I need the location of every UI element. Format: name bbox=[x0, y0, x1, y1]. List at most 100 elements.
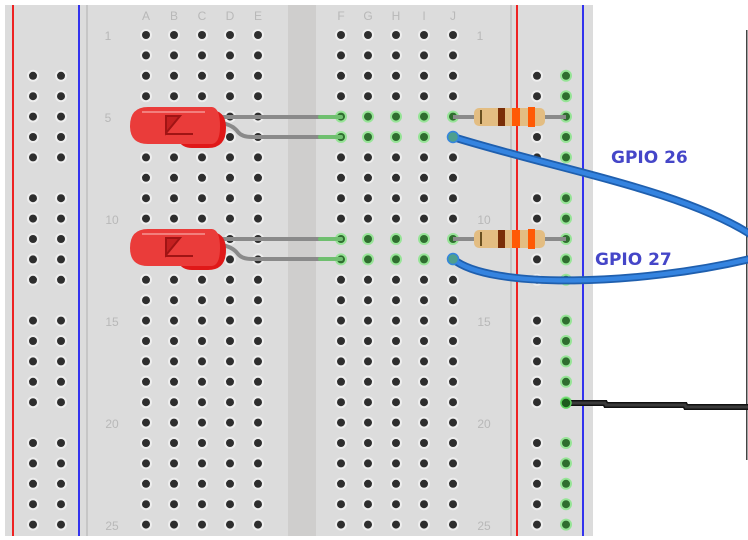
left-rail-negative-hole[interactable] bbox=[57, 235, 65, 243]
hole-E3[interactable] bbox=[254, 71, 262, 80]
hole-G2[interactable] bbox=[364, 51, 372, 60]
left-rail-negative-hole[interactable] bbox=[57, 439, 65, 447]
wire-gpio-26[interactable] bbox=[449, 133, 748, 238]
right-rail-negative-hole[interactable] bbox=[562, 459, 570, 468]
hole-B15[interactable] bbox=[170, 316, 178, 325]
hole-B18[interactable] bbox=[170, 377, 178, 386]
hole-A15[interactable] bbox=[142, 316, 150, 325]
hole-F15[interactable] bbox=[337, 316, 345, 325]
right-rail-negative-hole[interactable] bbox=[562, 214, 570, 223]
hole-F9[interactable] bbox=[337, 194, 345, 203]
hole-C17[interactable] bbox=[198, 357, 206, 366]
hole-E10[interactable] bbox=[254, 214, 262, 223]
hole-E7[interactable] bbox=[254, 153, 262, 162]
hole-F20[interactable] bbox=[337, 418, 345, 427]
hole-J22[interactable] bbox=[449, 459, 457, 468]
left-rail-positive-hole[interactable] bbox=[29, 214, 37, 223]
hole-J18[interactable] bbox=[449, 377, 457, 386]
hole-E15[interactable] bbox=[254, 316, 262, 325]
hole-J20[interactable] bbox=[449, 418, 457, 427]
hole-B22[interactable] bbox=[170, 459, 178, 468]
hole-H20[interactable] bbox=[392, 418, 400, 427]
left-rail-negative-hole[interactable] bbox=[57, 459, 65, 468]
left-rail-negative-hole[interactable] bbox=[57, 337, 65, 345]
hole-J7[interactable] bbox=[449, 153, 457, 162]
hole-I22[interactable] bbox=[420, 459, 428, 468]
hole-A16[interactable] bbox=[142, 337, 150, 345]
left-rail-positive-hole[interactable] bbox=[29, 520, 37, 529]
hole-E24[interactable] bbox=[254, 500, 262, 509]
hole-F22[interactable] bbox=[337, 459, 345, 468]
hole-G22[interactable] bbox=[364, 459, 372, 468]
hole-G19[interactable] bbox=[364, 398, 372, 407]
hole-A18[interactable] bbox=[142, 377, 150, 386]
hole-G13[interactable] bbox=[364, 275, 372, 284]
left-rail-positive-hole[interactable] bbox=[29, 439, 37, 447]
hole-H23[interactable] bbox=[392, 479, 400, 488]
right-rail-negative-hole[interactable] bbox=[562, 357, 570, 366]
hole-H17[interactable] bbox=[392, 357, 400, 366]
hole-D20[interactable] bbox=[226, 418, 234, 427]
hole-A8[interactable] bbox=[142, 173, 150, 182]
right-rail-negative-hole[interactable] bbox=[562, 520, 570, 529]
left-rail-negative-hole[interactable] bbox=[57, 398, 65, 407]
left-rail-negative-hole[interactable] bbox=[57, 153, 65, 162]
hole-E22[interactable] bbox=[254, 459, 262, 468]
hole-F14[interactable] bbox=[337, 296, 345, 305]
right-rail-positive-hole[interactable] bbox=[533, 92, 541, 101]
hole-C23[interactable] bbox=[198, 479, 206, 488]
hole-A3[interactable] bbox=[142, 71, 150, 80]
hole-C2[interactable] bbox=[198, 51, 206, 60]
hole-I10[interactable] bbox=[420, 214, 428, 223]
hole-H14[interactable] bbox=[392, 296, 400, 305]
hole-D22[interactable] bbox=[226, 459, 234, 468]
hole-E14[interactable] bbox=[254, 296, 262, 305]
left-rail-positive-hole[interactable] bbox=[29, 133, 37, 141]
hole-J15[interactable] bbox=[449, 316, 457, 325]
left-rail-positive-hole[interactable] bbox=[29, 377, 37, 386]
hole-E18[interactable] bbox=[254, 377, 262, 386]
hole-C19[interactable] bbox=[198, 398, 206, 407]
hole-H12[interactable] bbox=[392, 255, 400, 264]
hole-B9[interactable] bbox=[170, 194, 178, 203]
hole-E1[interactable] bbox=[254, 31, 262, 39]
hole-D19[interactable] bbox=[226, 398, 234, 407]
hole-J4[interactable] bbox=[449, 92, 457, 101]
hole-C14[interactable] bbox=[198, 296, 206, 305]
hole-H22[interactable] bbox=[392, 459, 400, 468]
hole-A2[interactable] bbox=[142, 51, 150, 60]
left-rail-negative-hole[interactable] bbox=[57, 479, 65, 488]
wire-ground[interactable] bbox=[560, 397, 748, 410]
hole-J23[interactable] bbox=[449, 479, 457, 488]
hole-F3[interactable] bbox=[337, 71, 345, 80]
hole-H15[interactable] bbox=[392, 316, 400, 325]
hole-E16[interactable] bbox=[254, 337, 262, 345]
hole-H18[interactable] bbox=[392, 377, 400, 386]
hole-I9[interactable] bbox=[420, 194, 428, 203]
hole-B17[interactable] bbox=[170, 357, 178, 366]
left-rail-positive-hole[interactable] bbox=[29, 71, 37, 80]
hole-J2[interactable] bbox=[449, 51, 457, 60]
hole-A14[interactable] bbox=[142, 296, 150, 305]
hole-F24[interactable] bbox=[337, 500, 345, 509]
hole-F2[interactable] bbox=[337, 51, 345, 60]
hole-H5[interactable] bbox=[392, 112, 400, 121]
hole-C10[interactable] bbox=[198, 214, 206, 223]
hole-C3[interactable] bbox=[198, 71, 206, 80]
hole-B2[interactable] bbox=[170, 51, 178, 60]
left-rail-positive-hole[interactable] bbox=[29, 92, 37, 101]
hole-E20[interactable] bbox=[254, 418, 262, 427]
hole-G17[interactable] bbox=[364, 357, 372, 366]
right-rail-positive-hole[interactable] bbox=[533, 255, 541, 264]
hole-A1[interactable] bbox=[142, 31, 150, 39]
hole-F13[interactable] bbox=[337, 275, 345, 284]
hole-B19[interactable] bbox=[170, 398, 178, 407]
right-rail-positive-hole[interactable] bbox=[533, 377, 541, 386]
hole-H8[interactable] bbox=[392, 173, 400, 182]
right-rail-negative-hole[interactable] bbox=[562, 337, 570, 345]
hole-H2[interactable] bbox=[392, 51, 400, 60]
left-rail-positive-hole[interactable] bbox=[29, 459, 37, 468]
hole-C7[interactable] bbox=[198, 153, 206, 162]
hole-C16[interactable] bbox=[198, 337, 206, 345]
left-rail-positive-hole[interactable] bbox=[29, 194, 37, 203]
